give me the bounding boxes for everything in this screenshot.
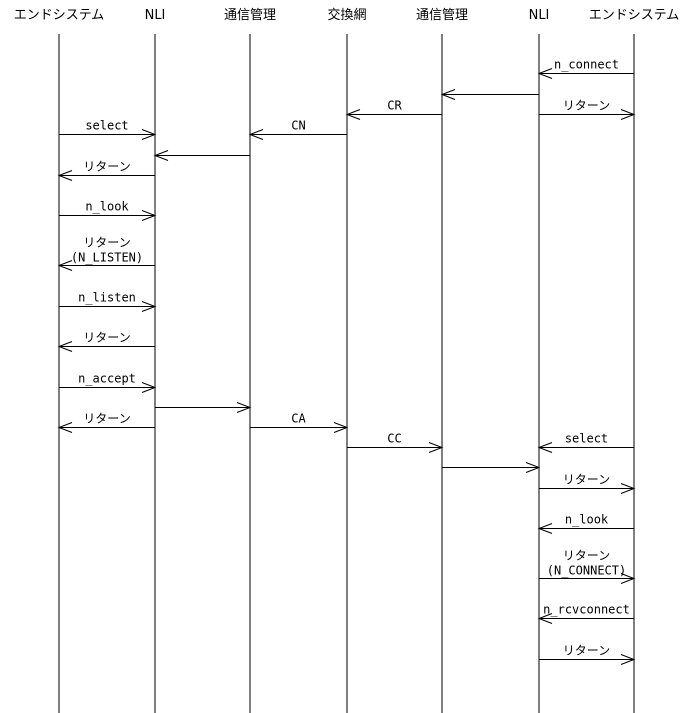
participant-header: NLI	[145, 8, 166, 23]
participant-header: エンドシステム	[14, 8, 105, 23]
arrowhead	[57, 170, 73, 181]
message	[153, 150, 250, 161]
message: CN	[248, 119, 347, 140]
message-label: n_rcvconnect	[543, 603, 630, 617]
message: リターン	[539, 473, 636, 494]
message-label: リターン	[563, 99, 610, 113]
arrowhead	[537, 442, 553, 453]
message-label: リターン	[83, 160, 130, 174]
arrowhead	[620, 483, 636, 494]
arrowhead	[333, 422, 349, 433]
message: CC	[347, 432, 444, 453]
message	[442, 462, 541, 473]
message: リターン	[57, 160, 155, 181]
message-label: n_connect	[554, 58, 619, 72]
message: n_rcvconnect	[537, 603, 634, 624]
message-label: CA	[291, 412, 306, 426]
message-label: CR	[387, 99, 402, 113]
message-label: リターン	[563, 549, 610, 563]
message: n_look	[59, 200, 157, 221]
arrowhead	[537, 68, 553, 79]
message: CA	[250, 412, 349, 433]
arrowhead	[537, 613, 553, 624]
arrowhead	[440, 89, 456, 100]
message-label: リターン	[563, 473, 610, 487]
arrowhead	[345, 109, 361, 120]
message-label: n_look	[85, 200, 129, 214]
arrowhead	[141, 210, 157, 221]
arrowhead	[153, 150, 169, 161]
participant-header: エンドシステム	[589, 8, 680, 23]
message: n_accept	[59, 372, 157, 393]
message-label: リターン	[563, 644, 610, 658]
arrowhead	[620, 654, 636, 665]
participant-header: 交換網	[327, 7, 366, 23]
message-label: n_listen	[78, 291, 136, 305]
message-label: n_look	[565, 513, 609, 527]
message: リターン	[539, 644, 636, 665]
arrowhead	[537, 523, 553, 534]
message: リターン(N_LISTEN)	[57, 236, 155, 271]
arrowhead	[620, 109, 636, 120]
message-label: リターン	[83, 412, 130, 426]
message-label: リターン	[83, 331, 130, 345]
message: select	[537, 432, 634, 453]
arrowhead	[141, 129, 157, 140]
message: n_look	[537, 513, 634, 534]
participant-header: NLI	[529, 8, 550, 23]
arrowhead	[57, 341, 73, 352]
participant-header: 通信管理	[416, 8, 468, 23]
participant-header: 通信管理	[224, 8, 276, 23]
message: リターン(N_CONNECT)	[539, 549, 636, 584]
message: select	[59, 119, 157, 140]
arrowhead	[428, 442, 444, 453]
message-label: リターン	[83, 236, 130, 250]
message: n_listen	[59, 291, 157, 312]
message-label: select	[565, 432, 608, 446]
message-note: (N_LISTEN)	[71, 251, 143, 265]
message-label: n_accept	[78, 372, 136, 386]
arrowhead	[525, 462, 541, 473]
arrowhead	[57, 422, 73, 433]
message: リターン	[57, 412, 155, 433]
arrowhead	[620, 573, 636, 584]
arrowhead	[248, 129, 264, 140]
arrowhead	[141, 301, 157, 312]
arrowhead	[236, 402, 252, 413]
message	[440, 89, 539, 100]
arrowhead	[141, 382, 157, 393]
message-label: select	[85, 119, 128, 133]
arrowhead	[57, 260, 73, 271]
message: CR	[345, 99, 442, 120]
message	[155, 402, 252, 413]
message-note: (N_CONNECT)	[547, 564, 626, 578]
message: n_connect	[537, 58, 634, 79]
message: リターン	[539, 99, 636, 120]
message-label: CC	[387, 432, 401, 446]
message: リターン	[57, 331, 155, 352]
message-label: CN	[291, 119, 305, 133]
